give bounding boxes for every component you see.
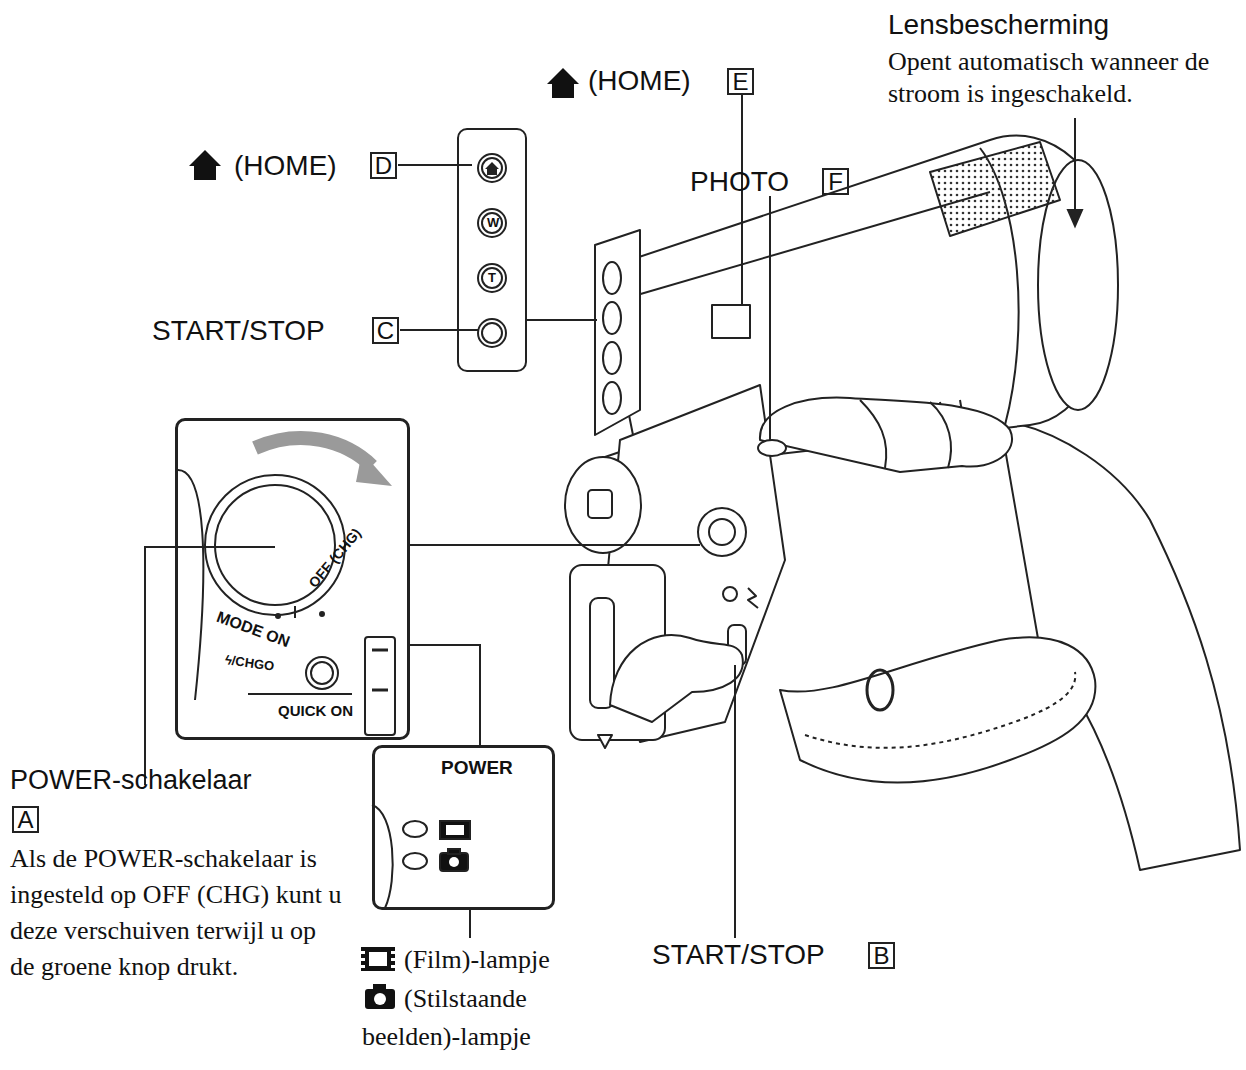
button-label: QUICK ON xyxy=(278,703,353,718)
callout-letter: C xyxy=(372,317,399,344)
callout-letter: B xyxy=(868,942,895,969)
button-panel-inset: WT xyxy=(457,128,527,372)
zoom-buttons xyxy=(478,154,506,347)
button-letter: T xyxy=(488,271,496,284)
part-name: Lensbescherming xyxy=(888,8,1109,42)
callout-letter-text: D xyxy=(375,154,392,178)
callout-letter-text: E xyxy=(732,70,748,94)
part-name: POWER-schakelaar xyxy=(10,764,252,796)
note-text: Opent automatisch wanneer de stroom is i… xyxy=(888,46,1238,110)
callout-letter-text: F xyxy=(828,170,843,194)
button-letter: W xyxy=(487,216,499,229)
callout-letter-text: B xyxy=(873,944,889,968)
lamp-name: (Stilstaande beelden)-lampje xyxy=(362,980,594,1056)
power-switch-inset: MODE ON OFF (CHG) ϟ/CHGO QUICK ON xyxy=(175,418,410,740)
connector-line xyxy=(410,645,480,745)
power-switch-detail xyxy=(178,438,395,735)
button-name: PHOTO xyxy=(690,165,789,199)
button-name: START/STOP xyxy=(152,314,325,348)
lamp-detail xyxy=(372,805,470,908)
callout-letter-text: A xyxy=(17,808,33,832)
switch-mark: MODE ON xyxy=(215,609,292,650)
lamp-name: (Film)-lampje xyxy=(404,944,550,975)
callout-letter: E xyxy=(727,68,754,95)
leader-lines xyxy=(145,95,1082,938)
camcorder-body xyxy=(565,136,1240,870)
panel-heading: POWER xyxy=(441,758,513,777)
button-name: START/STOP xyxy=(652,938,825,972)
callout-letter: F xyxy=(822,168,849,195)
switch-mark: ϟ/CHGO xyxy=(224,653,275,673)
power-lamp-inset: POWER xyxy=(372,745,555,910)
switch-mark: OFF (CHG) xyxy=(306,526,363,590)
callout-letter: D xyxy=(370,152,397,179)
button-name: (HOME) xyxy=(234,149,337,183)
note-text: Als de POWER-schakelaar is ingesteld op … xyxy=(10,841,345,985)
button-name: (HOME) xyxy=(588,64,691,98)
callout-letter-text: C xyxy=(377,319,394,343)
callout-letter: A xyxy=(12,806,39,833)
